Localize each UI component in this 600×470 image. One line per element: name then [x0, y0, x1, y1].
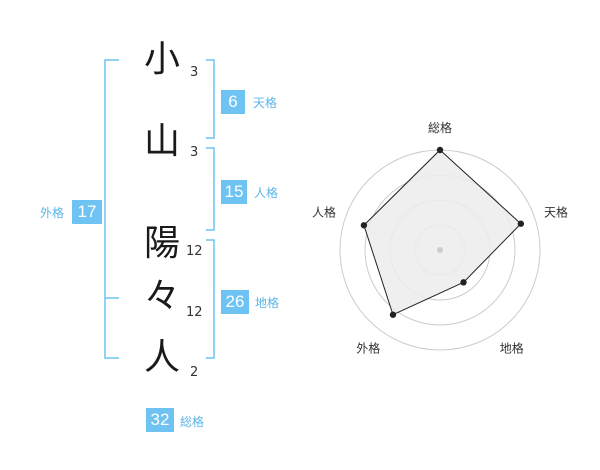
name-char-1: 小 — [143, 39, 180, 80]
name-char-5: 人 — [143, 337, 180, 378]
soukaku-value-box: 32 — [146, 408, 174, 432]
jinkaku-value-box: 15 — [221, 180, 247, 204]
radar-point — [436, 146, 444, 154]
radar-point — [460, 279, 467, 286]
radar-axis-label: 外格 — [356, 341, 380, 356]
name-char-4: 々 — [143, 276, 180, 317]
gaikaku-label: 外格 — [40, 206, 65, 220]
jinkaku-bracket — [206, 147, 215, 231]
stroke-count-4: 12 — [186, 305, 203, 320]
gaikaku-bracket — [104, 59, 119, 359]
stroke-count-1: 3 — [190, 65, 199, 80]
jinkaku-label: 人格 — [254, 186, 279, 200]
name-char-2: 山 — [143, 121, 180, 162]
stroke-count-5: 2 — [190, 365, 199, 380]
radar-axis-label: 総格 — [428, 120, 452, 135]
tenkaku-value-box: 6 — [221, 90, 245, 114]
tenkaku-label: 天格 — [253, 96, 278, 110]
chikaku-label: 地格 — [255, 296, 280, 310]
gaikaku-value-box: 17 — [72, 200, 102, 224]
chikaku-bracket — [206, 239, 215, 359]
radar-axis-label: 天格 — [544, 204, 568, 219]
radar-center-dot — [437, 247, 443, 253]
radar-axis-label: 地格 — [500, 341, 524, 356]
radar-point — [360, 222, 368, 229]
name-char-3: 陽 — [143, 223, 180, 264]
radar-polygon — [363, 149, 522, 316]
radar-point — [517, 220, 525, 227]
stroke-count-2: 3 — [190, 145, 199, 160]
soukaku-label: 総格 — [180, 415, 205, 429]
chikaku-value-box: 26 — [221, 290, 249, 314]
tenkaku-bracket — [206, 59, 215, 139]
radar-axis-label: 人格 — [312, 204, 336, 219]
stroke-count-3: 12 — [186, 244, 203, 259]
radar-point — [389, 311, 397, 318]
